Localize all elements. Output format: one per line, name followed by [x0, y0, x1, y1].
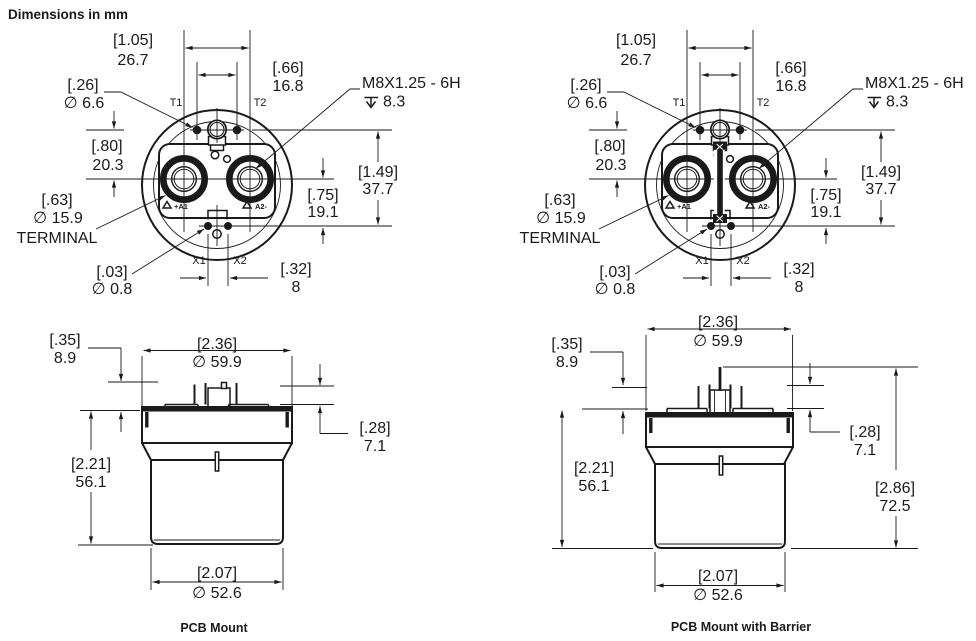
label-x2: X2 — [233, 255, 246, 267]
dim-total-height-inch: [2.86] — [875, 480, 915, 497]
barrier-top-foot — [713, 141, 727, 150]
dim-terminal-spacing-mm: 26.7 — [117, 52, 148, 69]
barrier-overlay — [713, 141, 727, 223]
dim-pin-height-mm: 8.9 — [54, 350, 76, 367]
vent-hole-2 — [222, 154, 232, 164]
dim-coil-dia-mm: ∅ 6.6 — [64, 95, 105, 112]
dim-flange-dia-inch: [2.36] — [197, 336, 237, 353]
shoulder-right — [783, 446, 794, 465]
dim-coil-spacing-inch: [.66] — [272, 60, 303, 77]
body-cylinder — [150, 459, 284, 545]
shoulder-right — [282, 442, 293, 461]
dim-terminal-spacing-inch: [1.05] — [113, 32, 153, 49]
fill-seam — [718, 455, 724, 476]
dim-flange-dia-inch: [2.36] — [698, 314, 738, 331]
dim-step-height-inch: [.28] — [359, 420, 390, 437]
dim-lower-offset-mm: 19.1 — [307, 204, 338, 221]
caption-pcb-mount: PCB Mount — [180, 621, 248, 635]
side-dimension-lines — [559, 326, 899, 588]
flange-band — [645, 412, 794, 448]
dim-body-dia-inch: [2.07] — [197, 565, 237, 582]
dim-vert-offset-mm: 20.3 — [92, 157, 123, 174]
top-notch — [209, 144, 225, 152]
thread-callout-depth: 8.3 — [383, 94, 405, 111]
center-post-stub — [220, 381, 228, 390]
dim-body-dia-inch: [2.07] — [698, 568, 738, 585]
top-view-pcb-mount-with-barrier — [520, 30, 964, 298]
dim-aux-pin-dia-mm: ∅ 0.8 — [92, 281, 133, 298]
side-dimension-lines — [88, 348, 323, 585]
housing-side-geometry — [141, 381, 293, 545]
dim-terminal-note: TERMINAL — [17, 230, 98, 247]
label-t1: T1 — [170, 97, 183, 109]
thread-callout-spec: M8X1.25 - 6H — [362, 75, 461, 92]
dim-overall-height-inch: [1.49] — [358, 164, 398, 181]
dim-body-height-mm: 56.1 — [578, 478, 609, 495]
dim-vert-offset-inch: [.80] — [91, 138, 122, 155]
dim-aux-spacing-inch: [.32] — [280, 261, 311, 278]
vent-hole-1 — [210, 150, 220, 160]
dim-body-dia-mm: ∅ 52.6 — [192, 585, 242, 602]
housing-side-geometry-barrier — [645, 367, 794, 549]
label-x1: X1 — [192, 255, 205, 267]
label-t2: T2 — [254, 97, 267, 109]
dim-coil-dia-inch: [.26] — [67, 77, 98, 94]
side-view-pcb-mount-with-barrier: [.35] 8.9 [2.36] ∅ 59.9 [.28] 7.1 [2.21]… — [551, 314, 918, 634]
dim-lower-offset-inch: [.75] — [307, 187, 338, 204]
drawing-title: Dimensions in mm — [8, 7, 128, 22]
dimension-lines — [111, 45, 381, 281]
shoulder-left — [645, 446, 656, 465]
bottom-notch — [207, 209, 228, 220]
center-post-block — [709, 389, 731, 414]
dim-flange-dia-mm: ∅ 59.9 — [192, 354, 242, 371]
dim-step-height-mm: 7.1 — [364, 438, 386, 455]
dim-pin-height-inch: [.35] — [551, 336, 582, 353]
dim-flange-dia-mm: ∅ 59.9 — [693, 333, 743, 350]
label-a2: A2- — [255, 202, 268, 211]
flange-top-edge — [142, 407, 292, 412]
side-extension-lines — [78, 347, 348, 590]
warning-triangle-icon — [241, 200, 253, 209]
caption-pcb-mount-with-barrier: PCB Mount with Barrier — [671, 620, 811, 634]
dim-pin-height-inch: [.35] — [49, 332, 80, 349]
side-extension-lines — [552, 335, 918, 592]
centerlines-extension-lines — [86, 30, 392, 286]
barrier-wall — [717, 146, 723, 219]
dim-terminal-dia-mm: ∅ 15.9 — [33, 210, 83, 227]
dim-body-height-inch: [2.21] — [71, 456, 111, 473]
dim-aux-spacing-mm: 8 — [292, 279, 301, 296]
dim-overall-height-mm: 37.7 — [362, 181, 393, 198]
body-cylinder — [654, 463, 786, 549]
dim-body-height-inch: [2.21] — [574, 460, 614, 477]
label-a1: +A1 — [174, 202, 188, 211]
fill-seam — [214, 451, 220, 472]
dim-terminal-dia-inch: [.63] — [41, 192, 72, 209]
shoulder-left — [141, 442, 152, 461]
dim-pin-height-mm: 8.9 — [556, 354, 578, 371]
dim-total-height-mm: 72.5 — [879, 498, 910, 515]
top-view-pcb-mount: [1.05] 26.7 [.66] 16.8 [.26] ∅ 6.6 [.80]… — [17, 30, 461, 298]
dim-step-height-mm: 7.1 — [854, 442, 876, 459]
side-view-pcb-mount: [.35] 8.9 [2.36] ∅ 59.9 [.28] 7.1 [2.21]… — [49, 332, 390, 635]
depth-symbol-icon — [364, 96, 378, 109]
dim-body-dia-mm: ∅ 52.6 — [693, 587, 743, 604]
header-pins — [193, 383, 238, 405]
dim-aux-pin-dia-inch: [.03] — [96, 264, 127, 281]
flange-top-edge — [646, 413, 793, 418]
flange-band — [141, 406, 293, 444]
dim-coil-spacing-mm: 16.8 — [272, 78, 303, 95]
warning-triangle-icon — [161, 200, 173, 209]
dim-body-height-mm: 56.1 — [75, 474, 106, 491]
dim-step-height-inch: [.28] — [849, 424, 880, 441]
leader-lines — [95, 88, 360, 275]
